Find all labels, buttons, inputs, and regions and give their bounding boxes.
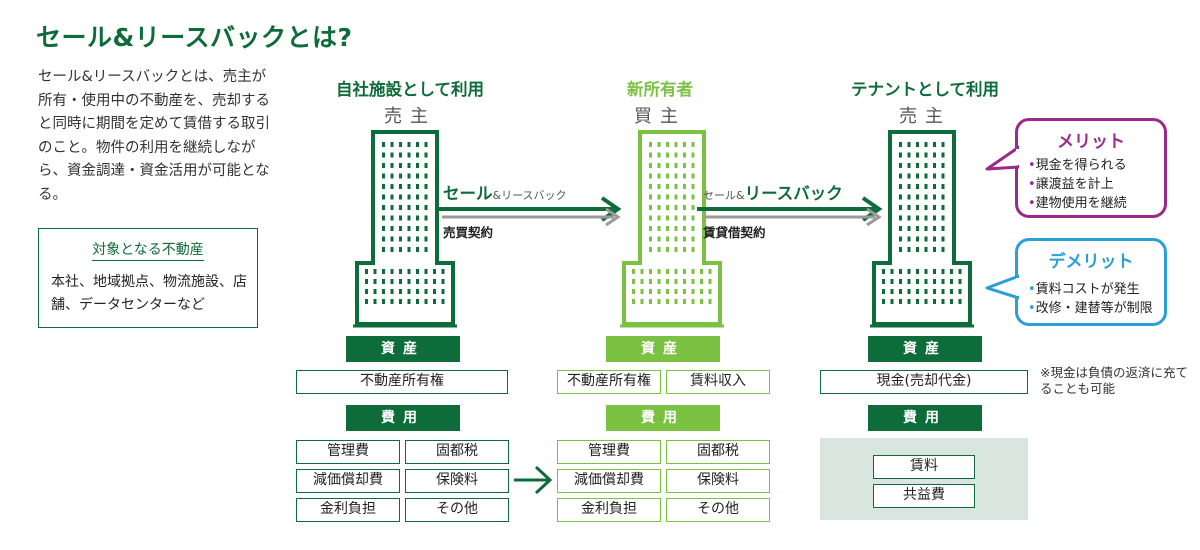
tenant-building-icon	[870, 130, 974, 328]
demerits-list: •賃料コストが発生 •改修・建替等が制限	[1028, 280, 1164, 318]
expense-transfer-arrow-icon	[514, 465, 553, 495]
seller-assets-header: 資産	[346, 336, 460, 362]
buyer-assets-header: 資産	[606, 336, 720, 362]
buyer-expense-cell: 固都税	[666, 440, 770, 464]
sale-arrow-big: セール	[443, 184, 493, 203]
buyer-expense-cell: 減価償却費	[557, 469, 661, 493]
merit-item: •現金を得られる	[1028, 158, 1127, 173]
demerit-item: •賃料コストが発生	[1028, 282, 1140, 297]
buyer-asset-cell: 賃料収入	[666, 370, 770, 394]
tenant-expenses-header: 費用	[868, 405, 982, 431]
target-property-box: 対象となる不動産 本社、地域拠点、物流施設、店舗、データセンターなど	[38, 228, 258, 328]
buyer-expense-cell: 保険料	[666, 469, 770, 493]
tenant-heading: テナントとして利用	[850, 80, 999, 99]
target-property-title: 対象となる不動産	[92, 242, 204, 261]
demerits-bubble: デメリット •賃料コストが発生 •改修・建替等が制限	[1015, 238, 1167, 326]
tenant-asset-cell: 現金(売却代金)	[820, 370, 1028, 394]
tenant-expense-cell: 共益費	[873, 484, 975, 508]
seller-expenses-header: 費用	[346, 405, 460, 431]
sale-arrow-label: セール&リースバック	[443, 180, 567, 204]
merit-item: •建物使用を継続	[1028, 196, 1127, 211]
seller-expense-cell: 保険料	[405, 469, 509, 493]
seller-asset-cell: 不動産所有権	[296, 370, 508, 394]
buyer-header: 新所有者 買主	[570, 80, 750, 128]
merits-pointer-icon	[985, 145, 1019, 171]
cash-note: ※現金は負債の返済に充てることも可能	[1040, 365, 1188, 396]
seller-expense-cell: 固都税	[405, 440, 509, 464]
leaseback-arrow-small: セール&	[703, 189, 745, 202]
buyer-expense-cell: その他	[666, 498, 770, 522]
merits-bubble: メリット •現金を得られる •譲渡益を計上 •建物使用を継続	[1015, 118, 1167, 218]
merit-item: •譲渡益を計上	[1028, 177, 1114, 192]
demerits-title: デメリット	[1048, 252, 1134, 272]
buyer-expense-cell: 金利負担	[557, 498, 661, 522]
buyer-expense-cell: 管理費	[557, 440, 661, 464]
sale-contract: 売買契約	[443, 225, 494, 240]
buyer-role: 買主	[634, 106, 686, 127]
seller-heading: 自社施設として利用	[335, 80, 484, 99]
demerits-pointer-icon	[985, 274, 1019, 300]
merits-list: •現金を得られる •譲渡益を計上 •建物使用を継続	[1028, 156, 1164, 213]
seller-expense-cell: 金利負担	[296, 498, 400, 522]
intro-text: セール&リースバックとは、売主が所有・使用中の不動産を、売却すると同時に期間を定…	[38, 69, 270, 203]
sale-arrow-icon	[436, 196, 622, 227]
leaseback-arrow-icon	[697, 196, 883, 227]
page-title: セール&リースバックとは?	[36, 23, 353, 52]
target-property-text: 本社、地域拠点、物流施設、店舗、データセンターなど	[51, 274, 247, 313]
tenant-role: 売主	[899, 106, 951, 127]
leaseback-arrow-big: リースバック	[744, 184, 843, 203]
sale-arrow-small: &リースバック	[492, 189, 567, 202]
seller-header: 自社施設として利用 売主	[300, 80, 520, 128]
tenant-assets-header: 資産	[868, 336, 982, 362]
buyer-expenses-header: 費用	[606, 405, 720, 431]
leaseback-arrow-label: セール&リースバック	[703, 180, 843, 204]
buyer-asset-cell: 不動産所有権	[557, 370, 661, 394]
merits-title: メリット	[1057, 132, 1125, 152]
seller-building-icon	[353, 130, 457, 328]
seller-expense-cell: その他	[405, 498, 509, 522]
tenant-header: テナントとして利用 売主	[815, 80, 1035, 128]
seller-expense-cell: 減価償却費	[296, 469, 400, 493]
demerit-item: •改修・建替等が制限	[1028, 301, 1153, 316]
tenant-expense-cell: 賃料	[873, 455, 975, 479]
seller-role: 売主	[384, 106, 436, 127]
leaseback-contract: 賃貸借契約	[703, 225, 766, 240]
buyer-building-icon	[620, 130, 724, 328]
seller-expense-cell: 管理費	[296, 440, 400, 464]
buyer-heading: 新所有者	[627, 80, 693, 99]
